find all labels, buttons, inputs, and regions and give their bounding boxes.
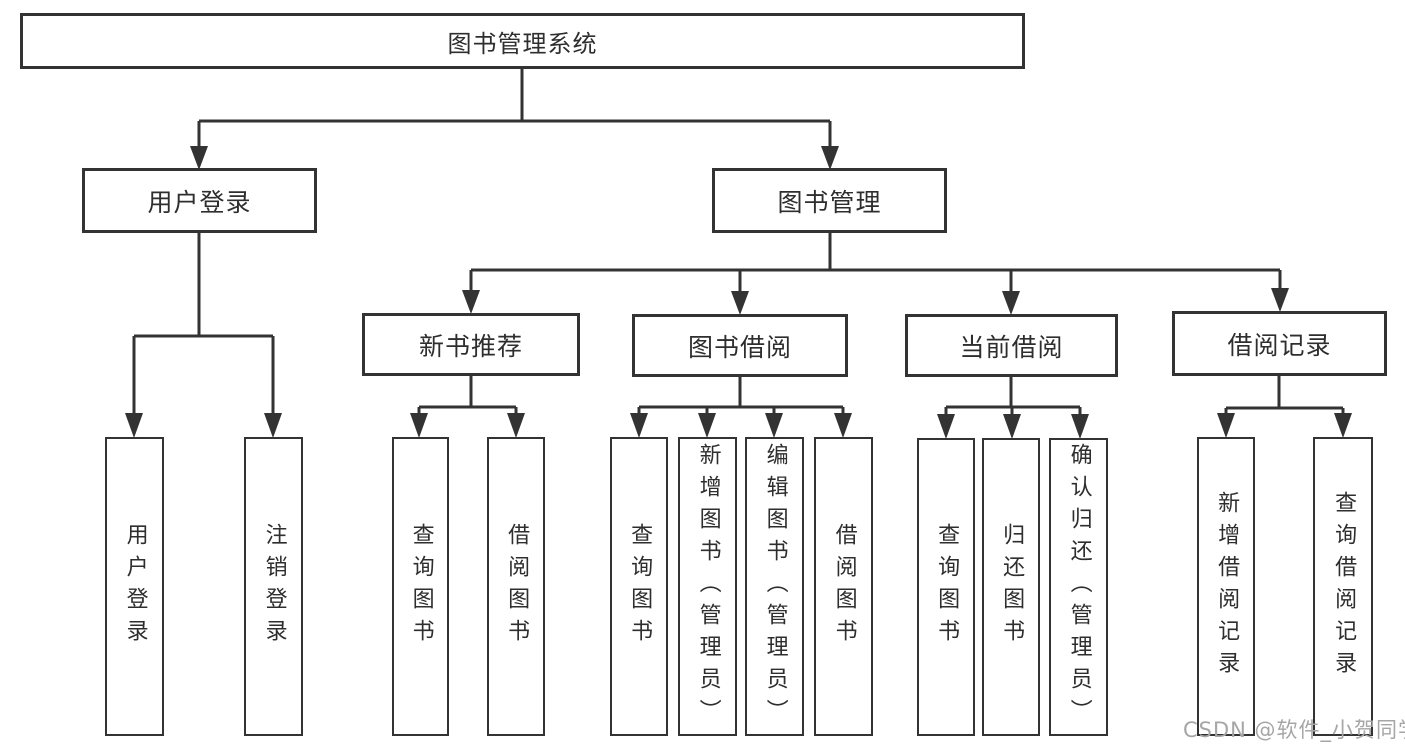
node-label: 新增图书（管理员）: [695, 442, 721, 731]
leaf-records-query-record: 查询借阅记录: [1313, 437, 1373, 736]
arrow-icon: [1003, 414, 1021, 439]
node-label: 查询图书: [627, 522, 653, 651]
node-label: 借阅图书: [504, 522, 530, 651]
arrow-icon: [264, 413, 282, 438]
leaf-current-return-books: 归还图书: [982, 438, 1040, 736]
node-label: 查询图书: [408, 522, 434, 651]
node-label: 借阅图书: [831, 522, 857, 651]
node-label: 归还图书: [999, 523, 1025, 651]
leaf-current-confirm-return-admin: 确认归还（管理员）: [1049, 438, 1108, 736]
leaf-borrowing-borrow-books: 借阅图书: [814, 437, 873, 736]
connector-root-to-level1: [197, 69, 832, 150]
connector-book-management-children: [469, 233, 1282, 292]
arrow-icon: [1002, 291, 1020, 315]
node-current-borrowing: 当前借阅: [905, 314, 1118, 377]
arrow-icon: [410, 413, 428, 438]
leaf-newbook-query-books: 查询图书: [392, 437, 449, 736]
arrow-icon: [834, 413, 852, 438]
arrow-icon: [731, 291, 749, 315]
node-library-management-system: 图书管理系统: [20, 13, 1025, 69]
leaf-borrowing-add-books-admin: 新增图书（管理员）: [678, 437, 737, 736]
arrow-icon: [125, 413, 143, 438]
arrow-icon: [937, 414, 955, 439]
leaf-newbook-borrow-books: 借阅图书: [487, 437, 545, 736]
leaf-borrowing-query-books: 查询图书: [610, 437, 668, 736]
arrow-icon: [765, 413, 783, 438]
arrow-icon: [1217, 413, 1235, 438]
arrow-icon: [462, 290, 480, 314]
node-user-login: 用户登录: [82, 168, 317, 233]
connector-book-borrowing-children: [637, 377, 845, 416]
leaf-current-query-books: 查询图书: [917, 438, 975, 736]
node-label: 注销登录: [261, 522, 287, 651]
node-new-book-recommend: 新书推荐: [362, 313, 580, 376]
arrow-icon: [1271, 288, 1289, 312]
node-label: 新增借阅记录: [1214, 490, 1240, 683]
node-label: 确认归还（管理员）: [1066, 443, 1092, 731]
leaf-borrowing-edit-books-admin: 编辑图书（管理员）: [745, 437, 804, 736]
node-label: 用户登录: [122, 522, 148, 651]
node-label: 图书借阅: [687, 332, 792, 362]
connector-user-login-children: [132, 233, 275, 416]
node-label: 查询借阅记录: [1331, 490, 1357, 683]
arrow-icon: [190, 146, 208, 170]
node-label: 用户登录: [147, 187, 252, 217]
leaf-records-add-record: 新增借阅记录: [1197, 437, 1255, 736]
arrow-icon: [507, 413, 525, 438]
arrow-icon: [1334, 413, 1352, 438]
arrow-icon: [698, 413, 716, 438]
leaf-logout: 注销登录: [244, 437, 303, 736]
arrow-icon: [1071, 414, 1089, 439]
node-label: 图书管理系统: [447, 29, 598, 58]
csdn-watermark: CSDN @软件_小贺同学: [1183, 718, 1405, 742]
connector-current-borrowing-children: [944, 377, 1082, 417]
node-borrowing-records: 借阅记录: [1172, 311, 1387, 376]
arrow-icon: [630, 413, 648, 438]
connector-borrowing-records-children: [1224, 376, 1345, 416]
node-book-borrowing: 图书借阅: [632, 314, 848, 377]
node-label: 借阅记录: [1227, 330, 1332, 360]
connector-new-book-children: [417, 376, 518, 416]
node-label: 编辑图书（管理员）: [762, 442, 788, 731]
node-label: 当前借阅: [959, 332, 1064, 362]
node-label: 新书推荐: [418, 331, 523, 361]
arrow-icon: [821, 146, 839, 170]
node-book-management: 图书管理: [712, 168, 947, 233]
node-label: 图书管理: [777, 187, 882, 217]
leaf-user-login: 用户登录: [105, 437, 164, 736]
node-label: 查询图书: [934, 523, 960, 651]
